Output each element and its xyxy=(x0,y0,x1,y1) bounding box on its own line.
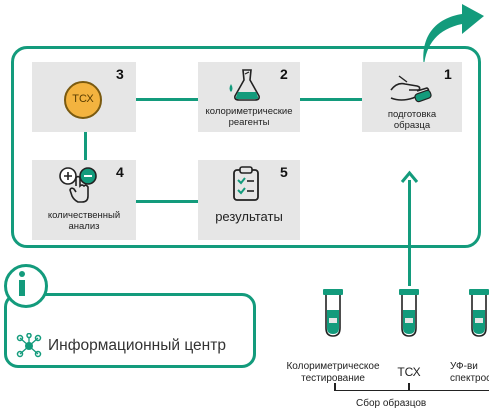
connector-samples-1 xyxy=(408,180,411,286)
tube-tcx-icon xyxy=(399,289,419,337)
tube-colorimetric-icon xyxy=(323,289,343,337)
step-1-number: 1 xyxy=(444,66,452,82)
step-3-number: 3 xyxy=(116,66,124,82)
step-1-label: подготовка образца xyxy=(387,109,437,131)
up-arrow-icon xyxy=(400,170,419,183)
step-2-label: колориметрические реагенты xyxy=(205,106,293,128)
tcx-circle xyxy=(64,81,102,119)
step-2-number: 2 xyxy=(280,66,288,82)
samples-bracket xyxy=(334,390,489,392)
step-5-label: результаты xyxy=(215,209,283,224)
connector-4-5 xyxy=(136,200,198,203)
info-icon-glyph xyxy=(16,268,30,304)
tube-label-tcx: ТСХ xyxy=(397,365,421,379)
tube-label-colorimetric: Колориметрическое тестирование xyxy=(286,361,380,384)
info-icon xyxy=(4,264,48,308)
sample-collection-label: Сбор образцов xyxy=(356,398,427,409)
network-icon xyxy=(16,333,42,358)
samples-bracket-mid xyxy=(408,383,410,391)
step-1-box xyxy=(362,62,462,132)
info-center-panel[interactable] xyxy=(4,293,256,368)
tube-label-uv: УФ-ви спектрос xyxy=(450,361,489,384)
curved-arrow-icon xyxy=(423,4,484,66)
tcx-label: ТСХ xyxy=(72,93,94,105)
clipboard-icon xyxy=(233,166,259,201)
info-center-title: Информационный центр xyxy=(48,337,226,354)
flask-icon xyxy=(229,69,260,101)
connector-2-1 xyxy=(300,98,362,101)
step-4-label: количественный анализ xyxy=(47,210,121,232)
step-5-number: 5 xyxy=(280,164,288,180)
step-4-number: 4 xyxy=(116,164,124,180)
tube-uv-icon xyxy=(469,289,489,337)
samples-bracket-left xyxy=(334,383,336,391)
connector-3-2 xyxy=(136,98,198,101)
workflow-frame xyxy=(11,46,481,248)
connector-3-4 xyxy=(84,132,87,160)
hand-sample-icon xyxy=(390,75,432,103)
touch-plus-minus-icon xyxy=(59,167,97,203)
